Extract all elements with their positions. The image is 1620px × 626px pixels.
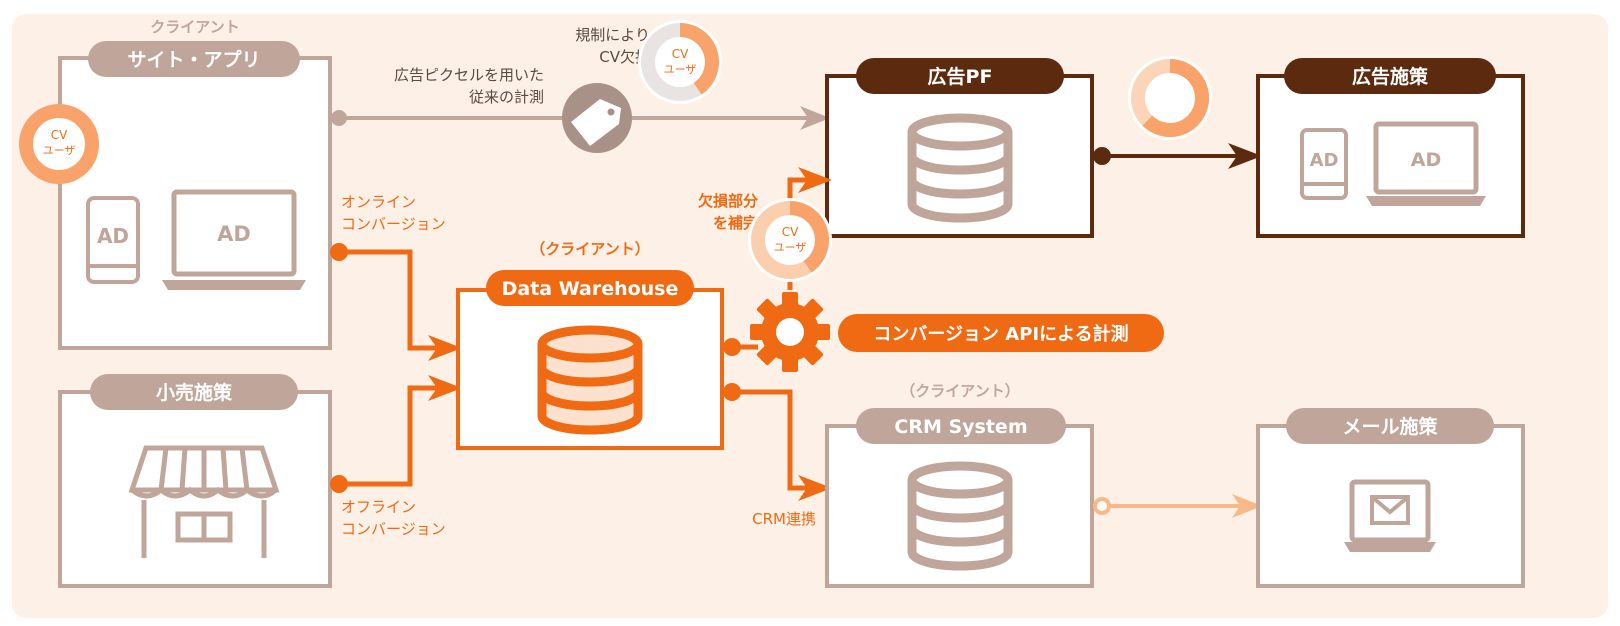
database-icon [542, 330, 638, 430]
online-label-1: オンライン [341, 193, 416, 211]
ad-pf-pill [856, 58, 1064, 94]
ad-campaign-pill [1284, 58, 1496, 94]
regulation-label-2: CV欠損 [599, 48, 650, 66]
dwh-to-gear-link [723, 338, 758, 356]
capi-text: コンバージョン APIによる計測 [873, 323, 1128, 345]
complement-donut: 欠損部分 を補完 CV ユーザ [698, 192, 832, 282]
database-icon [912, 118, 1008, 218]
retail-pill [90, 374, 298, 410]
data-warehouse-box: （クライアント） Data Warehouse [456, 240, 724, 450]
site-phone-ad: AD [97, 224, 129, 248]
mail-icon [1344, 479, 1436, 552]
badge-user: ユーザ [43, 144, 76, 157]
offline-label-1: オフライン [341, 498, 416, 516]
complement-label-1: 欠損部分 [698, 192, 758, 210]
retail-box: 小売施策 [58, 374, 332, 588]
complement-label-2: を補完 [713, 214, 758, 232]
site-app-pill [88, 41, 300, 77]
crm-title: CRM System [894, 416, 1027, 438]
ad-pf-title: 広告PF [928, 65, 993, 88]
capi-label: コンバージョン APIによる計測 [838, 314, 1164, 352]
dwh-client-label: （クライアント） [530, 240, 649, 258]
site-app-box: クライアント サイト・アプリ AD AD [58, 18, 332, 350]
offline-label-2: コンバージョン [341, 520, 446, 538]
regulation-cv: CV [672, 47, 689, 61]
crm-to-mail-arrow [1093, 494, 1262, 518]
online-conversion-arrow: オンライン コンバージョン [330, 193, 462, 361]
complement-user: ユーザ [774, 241, 807, 254]
site-app-title: サイト・アプリ [127, 48, 260, 71]
laptop-icon: AD [162, 189, 306, 290]
retail-title: 小売施策 [156, 381, 233, 404]
dwh-to-crm-arrow: CRM連携 [723, 383, 832, 528]
ad-pf-to-campaign-arrow [1093, 143, 1262, 169]
mail-box: メール施策 [1256, 408, 1525, 588]
ad-pf-cv: CV [1162, 83, 1179, 97]
ad-pf-box: 広告PF [825, 58, 1094, 238]
ad-pf-donut: CV ユーザ [1128, 56, 1212, 140]
gear-icon [750, 292, 830, 372]
regulation-donut: 規制により CV欠損 CV ユーザ [575, 20, 722, 104]
crm-pill [856, 408, 1066, 444]
ad-pf-user: ユーザ [1154, 99, 1187, 112]
dwh-pill [486, 270, 694, 306]
crm-link-label: CRM連携 [752, 510, 816, 528]
ad-campaign-title: 広告施策 [1352, 65, 1429, 88]
site-laptop-ad: AD [217, 222, 251, 246]
dwh-title: Data Warehouse [502, 278, 679, 300]
crm-box: （クライアント） CRM System [825, 382, 1094, 588]
phone-icon: AD [1300, 128, 1348, 200]
mail-pill [1286, 408, 1494, 444]
campaign-phone-ad: AD [1310, 150, 1339, 171]
store-icon [128, 445, 280, 558]
site-client-label: クライアント [150, 18, 239, 36]
offline-conversion-arrow: オフライン コンバージョン [330, 375, 462, 538]
complement-cv: CV [782, 225, 799, 239]
crm-client-label: （クライアント） [900, 382, 1019, 400]
online-label-2: コンバージョン [341, 215, 446, 233]
ad-campaign-box: 広告施策 AD AD [1256, 58, 1525, 238]
regulation-user: ユーザ [664, 63, 697, 76]
tag-icon [562, 83, 632, 153]
pixel-measurement-line: 広告ピクセルを用いた 従来の計測 [331, 66, 830, 153]
pixel-label-2: 従来の計測 [469, 88, 544, 106]
mail-title: メール施策 [1342, 415, 1438, 438]
phone-icon: AD [86, 196, 140, 284]
regulation-label-1: 規制により [575, 26, 650, 44]
cv-user-badge: CV ユーザ [19, 104, 99, 184]
database-icon [912, 466, 1008, 566]
laptop-icon: AD [1366, 121, 1486, 206]
campaign-laptop-ad: AD [1411, 149, 1441, 171]
badge-cv: CV [51, 128, 68, 142]
pixel-label-1: 広告ピクセルを用いた [394, 66, 544, 84]
